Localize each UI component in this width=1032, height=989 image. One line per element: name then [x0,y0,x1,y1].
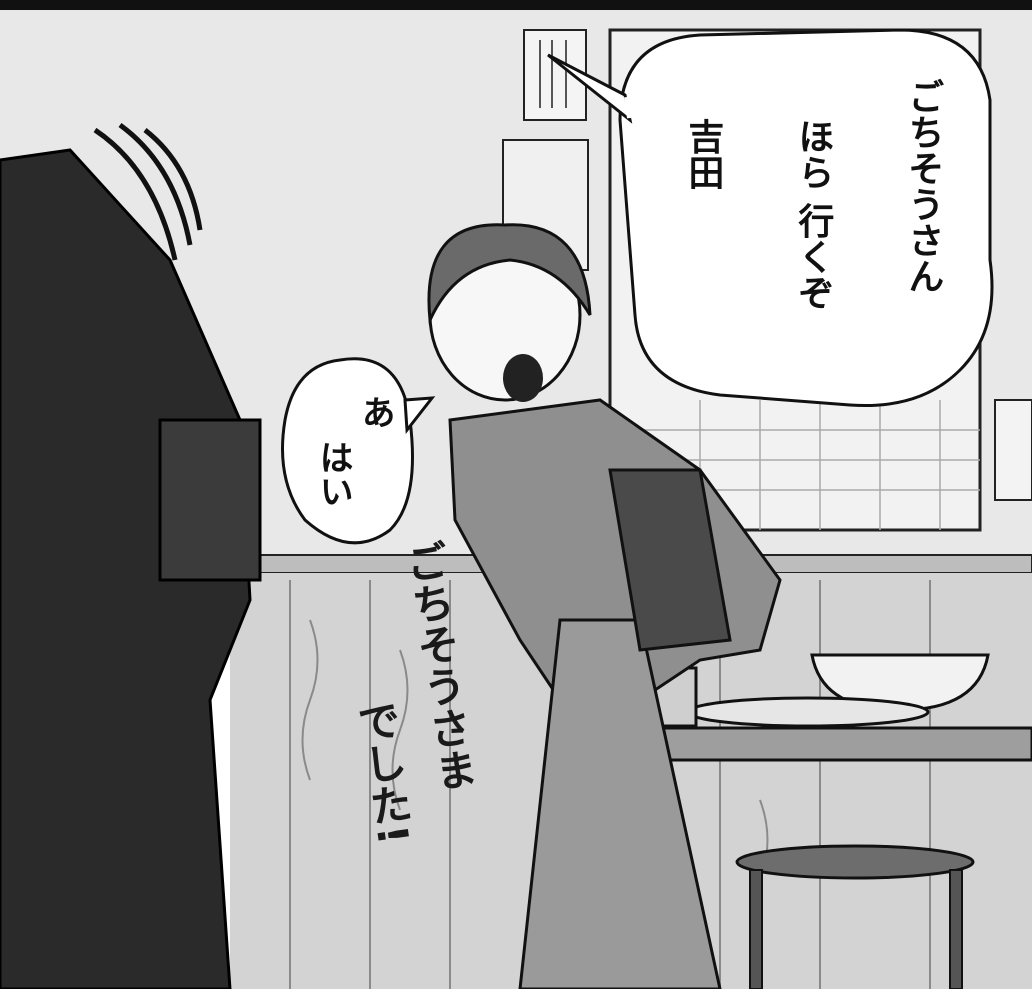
stool-leg [949,869,963,989]
stool-leg [749,869,763,989]
wood-grain [289,580,931,989]
briefcase [158,418,262,582]
woman-hair [427,223,592,326]
speech-bubble-main [618,28,994,408]
small-speech-text-col-1: あ [355,395,396,429]
stool-seat [735,844,975,880]
woman-trousers [518,618,722,989]
small-speech-text-col-2: はい [313,440,354,508]
speech-text-col-3: 吉田 [682,118,724,190]
speech-text-col-1: ごちそうさん [902,78,944,294]
man-in-suit [0,148,252,989]
panel-border [0,0,1032,10]
shoulder-bag [608,468,732,652]
speech-bubble-small-tail [403,396,436,435]
wall-poster [994,399,1032,501]
motion-lines [93,122,203,261]
woman-open-mouth [503,354,543,402]
speech-text-col-2: ほら 行くぞ [792,118,834,311]
poster-text-marks [539,40,567,108]
plate [686,696,930,728]
